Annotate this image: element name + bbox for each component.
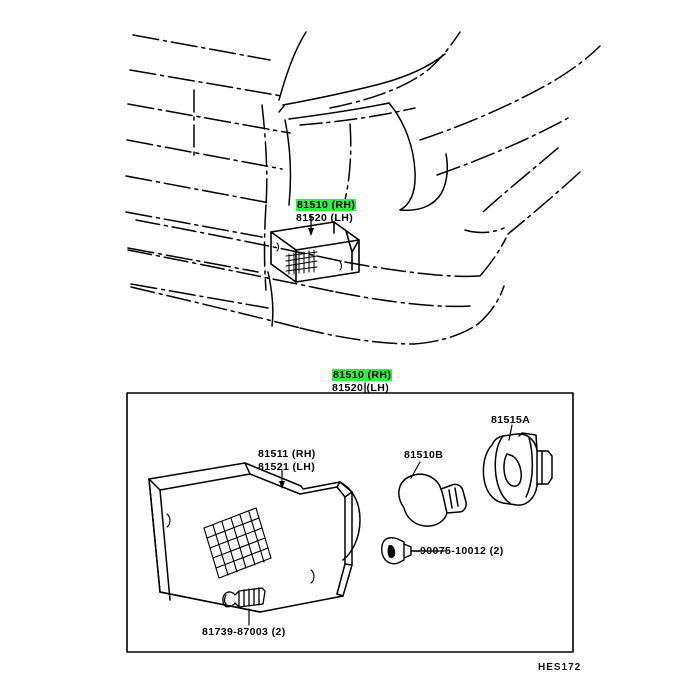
- part-label-81510b: 81510B: [404, 449, 444, 461]
- part-label-81739-87003: 81739-87003 (2): [202, 626, 286, 638]
- callout-81510-upper-line1[interactable]: 81510 (RH): [296, 199, 357, 211]
- fender-lower-phantom: [344, 123, 352, 201]
- screw-shape: [222, 587, 266, 608]
- vehicle-grille-lines: [125, 34, 291, 309]
- upper-callout-leader: [308, 215, 314, 236]
- socket-shape: [482, 432, 553, 506]
- grille-surround: [261, 104, 268, 291]
- installed-lamp: [270, 221, 360, 283]
- part-label-90075-10012: 90075-10012 (2): [420, 545, 504, 557]
- hood-phantom-edge: [299, 31, 461, 126]
- fender-body-line: [388, 102, 416, 211]
- fender-upper-sweep: [419, 45, 601, 176]
- hood-front-edge: [282, 53, 446, 106]
- callout-81510-upper-line2: 81520 (LH): [296, 212, 354, 224]
- installed-lamp-lens-grid: [285, 249, 318, 275]
- headlight-outline: [278, 31, 307, 206]
- bulb-leader: [410, 461, 421, 479]
- bumper-front-face: [267, 271, 274, 327]
- part-label-81515a: 81515A: [491, 414, 531, 426]
- socket-leader: [508, 424, 513, 441]
- clip-shape: [381, 536, 421, 565]
- figure-code: HES172: [538, 662, 582, 673]
- right-body-panel: [464, 147, 581, 235]
- lamp-assembly-body: [148, 462, 353, 613]
- callout-81510-lower-line2: 81520 (LH): [332, 382, 390, 394]
- lamp-assembly-end-cap: [339, 481, 361, 561]
- lamp-assembly-lens-grid: [203, 507, 272, 579]
- lamp-assembly-screw-bosses: [166, 513, 315, 584]
- callout-81510-lower-line1[interactable]: 81510 (RH): [332, 369, 393, 381]
- lamp-assembly-leader: [279, 469, 285, 489]
- headlight-lens-upper: [288, 102, 390, 120]
- part-label-81521-lh: 81521 (LH): [258, 461, 316, 473]
- bumper-outline: [127, 219, 507, 345]
- installed-lamp-detail: [276, 242, 342, 271]
- panel-border: [126, 392, 574, 653]
- bulb-shape: [398, 473, 467, 527]
- part-label-81511-rh: 81511 (RH): [258, 448, 316, 460]
- fender-wheel-arch: [399, 153, 448, 212]
